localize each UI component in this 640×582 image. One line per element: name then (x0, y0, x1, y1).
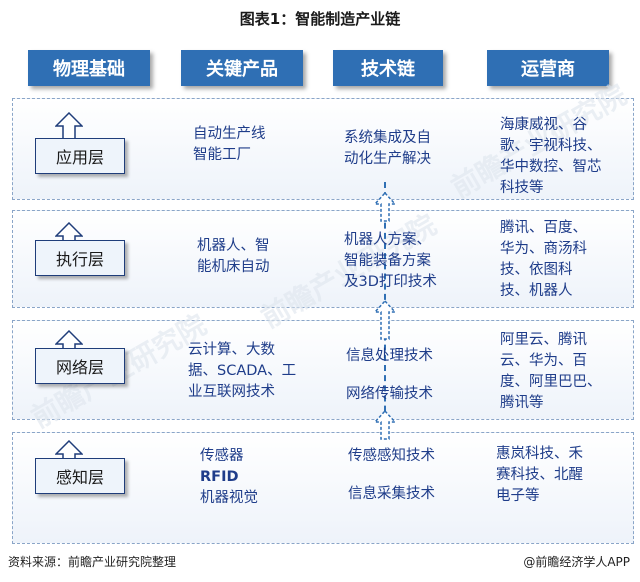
up-arrow-icon (374, 410, 396, 440)
operators-application: 海康威视、谷 歌、宇视科技、 华中数控、智芯 科技等 (500, 117, 602, 196)
brand-credit: @前瞻经济学人APP (523, 555, 630, 569)
up-arrow-icon (374, 300, 396, 340)
tech-application: 系统集成及自 动化生产解决 (344, 130, 431, 167)
tech-perception-sensing: 传感感知技术 (348, 448, 435, 464)
products-network: 云计算、大数 据、SCADA、工 业互联网技术 (188, 342, 297, 400)
source-note: 资料来源：前瞻产业研究院整理 (8, 555, 177, 569)
tech-network-transmission: 网络传输技术 (346, 386, 433, 402)
products-application: 自动生产线 智能工厂 (193, 126, 266, 163)
products-perception: 传感器 RFID 机器视觉 (200, 448, 258, 506)
tech-network-processing: 信息处理技术 (346, 348, 433, 364)
header-physical-basis: 物理基础 (28, 50, 150, 86)
operators-execution: 腾讯、百度、 华为、商汤科 技、依图科 技、机器人 (500, 220, 587, 299)
layer-network: 网络层 (35, 348, 125, 384)
header-key-products: 关键产品 (181, 50, 303, 86)
operators-perception: 惠岚科技、禾 赛科技、北醒 电子等 (496, 446, 583, 504)
layer-execution: 执行层 (35, 240, 125, 276)
up-arrow-icon (55, 112, 83, 140)
header-tech-chain: 技术链 (333, 50, 443, 86)
header-operators: 运营商 (487, 50, 609, 86)
operators-network: 阿里云、腾讯 云、华为、百 度、阿里巴巴、 腾讯等 (500, 332, 602, 411)
tech-execution: 机器人方案、 智能装备方案 及3D打印技术 (344, 232, 437, 290)
up-arrow-icon (374, 192, 396, 222)
layer-perception: 感知层 (35, 458, 125, 494)
products-execution: 机器人、智 能机床自动 (197, 238, 270, 275)
tech-perception-collection: 信息采集技术 (348, 486, 435, 502)
diagram-title: 图表1：智能制造产业链 (239, 10, 401, 28)
layer-application: 应用层 (35, 138, 125, 174)
